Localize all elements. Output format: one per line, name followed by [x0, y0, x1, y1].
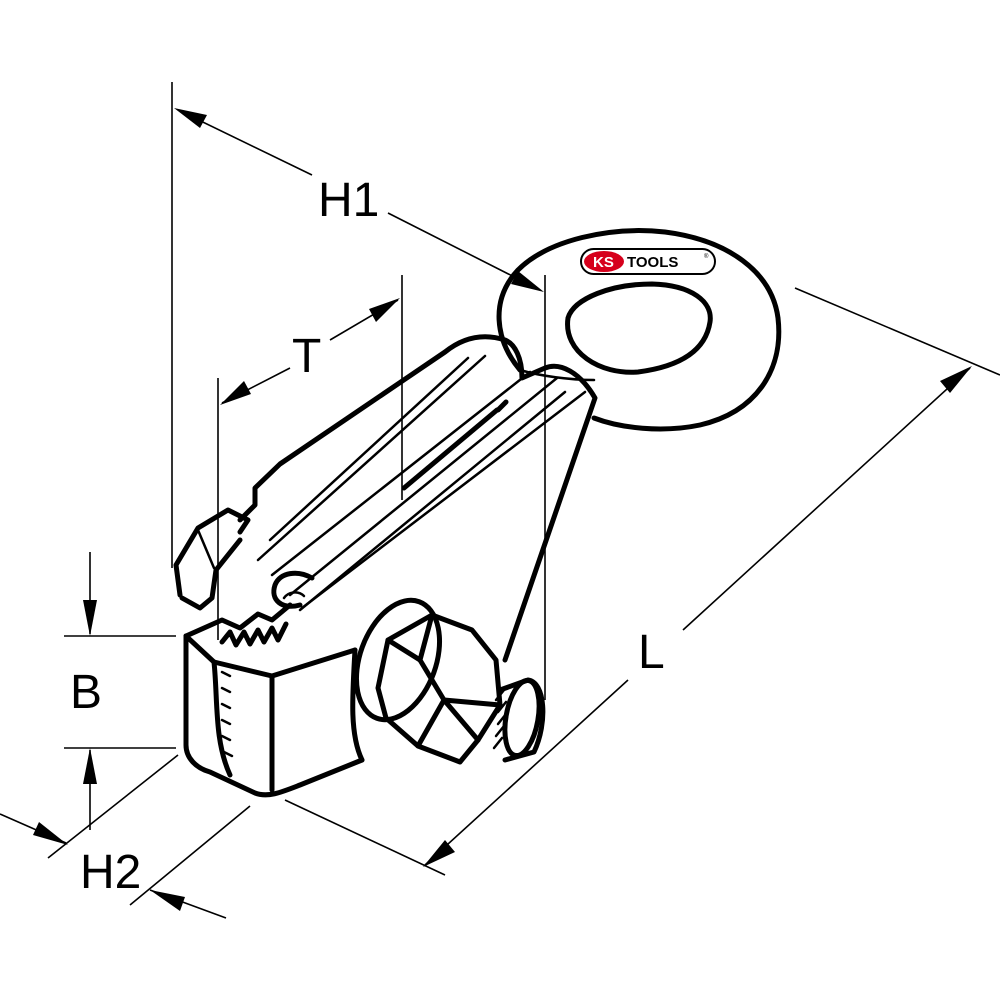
eye-ring — [496, 228, 782, 432]
label-h2: H2 — [80, 846, 141, 899]
rear-bolt-head — [173, 507, 251, 611]
dimension-l: L — [284, 287, 1000, 876]
dimension-h1: H1 — [171, 82, 546, 700]
upper-jaw — [237, 334, 598, 663]
dimension-t: T — [217, 275, 403, 640]
dimension-h2: H2 — [0, 754, 251, 919]
label-h1: H1 — [318, 174, 379, 227]
clamp-nut — [353, 597, 503, 765]
logo-registered-mark: ® — [704, 253, 709, 260]
logo-ks: KS — [593, 254, 614, 271]
label-t: T — [292, 330, 321, 383]
threaded-spindle — [492, 677, 546, 763]
jaw-teeth — [219, 621, 289, 648]
ks-tools-logo: KS TOOLS ® — [580, 248, 716, 275]
label-b: B — [70, 666, 102, 719]
logo-red-oval — [584, 251, 624, 272]
jaw-slot — [271, 570, 315, 609]
lower-jaw — [183, 602, 365, 798]
dimension-b: B — [64, 552, 176, 830]
label-l: L — [638, 626, 665, 679]
logo-tools: TOOLS — [627, 254, 678, 271]
